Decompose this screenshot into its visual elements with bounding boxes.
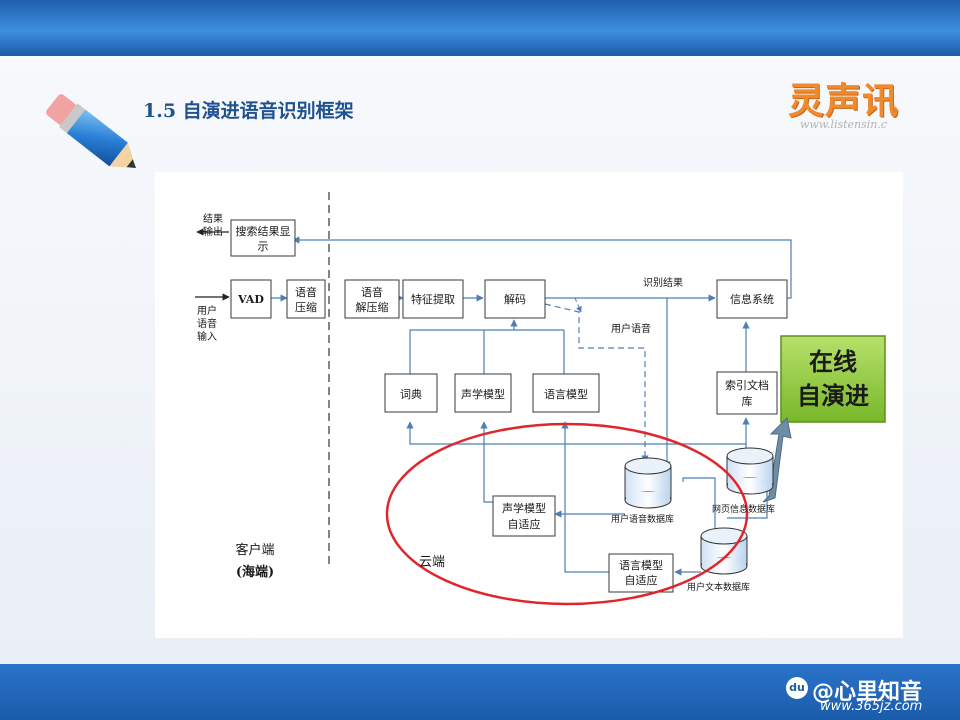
user-text-db-label: 用户文本数据库 <box>687 581 750 593</box>
cylinder-user-voice-db <box>624 457 672 509</box>
box-dictionary <box>384 373 438 413</box>
dashed-user-voice-path <box>544 303 649 463</box>
user-voice-label: 用户语音 <box>611 322 651 335</box>
lang-adapt-line2: 自适应 <box>625 573 658 587</box>
box-lang-adapt <box>608 553 674 593</box>
box-feature-extract <box>402 279 464 319</box>
client-label-line1: 客户端 <box>235 542 274 558</box>
search-display-line1: 搜索结果显 <box>236 224 291 238</box>
arrow-to-textdb <box>682 477 719 545</box>
recog-result-label: 识别结果 <box>643 276 683 289</box>
logo-text: 灵声讯 <box>788 81 900 122</box>
watermark-url: www.365jz.com <box>820 699 923 714</box>
index-doc-line2: 库 <box>742 395 753 408</box>
compress-line2: 压缩 <box>295 301 317 314</box>
decompress-line1: 语音 <box>361 285 383 299</box>
box-language-model <box>532 373 600 413</box>
language-model-label: 语言模型 <box>544 387 588 401</box>
arrow-info-to-search <box>292 236 792 299</box>
acoustic-model-label: 声学模型 <box>461 387 505 401</box>
cylinder-web-info-db <box>726 447 774 495</box>
index-doc-line1: 索引文档 <box>725 378 769 392</box>
watermark-text: @心里知音 <box>812 680 923 705</box>
box-acoustic-adapt <box>492 495 556 537</box>
online-evolve-line2: 自演进 <box>797 382 869 410</box>
cylinder-user-text-db <box>700 527 748 575</box>
search-display-line2: 示 <box>258 240 269 253</box>
feature-extract-label: 特征提取 <box>411 292 455 306</box>
cloud-highlight-ellipse <box>385 422 749 606</box>
box-search-display <box>230 219 296 257</box>
line-dict-up <box>409 329 564 374</box>
pencil-icon <box>46 94 136 169</box>
box-index-doc <box>716 371 778 415</box>
voice-input-line2: 语音 <box>197 317 217 330</box>
arrow-adapt-to-acoustic <box>480 421 493 503</box>
cloud-label: 云端 <box>419 555 445 570</box>
online-evolve-line1: 在线 <box>809 348 857 376</box>
box-acoustic-model <box>454 373 512 413</box>
voice-input-line3: 输入 <box>197 330 217 343</box>
user-voice-db-label: 用户语音数据库 <box>611 513 674 525</box>
diagram-panel: 在线 自演进 结果 输出 用户 语音 <box>155 172 903 638</box>
box-decompress <box>344 279 400 319</box>
logo: 灵声讯 www.listensin.c <box>788 72 928 136</box>
compress-line1: 语音 <box>295 285 317 299</box>
decode-label: 解码 <box>504 292 526 306</box>
client-label-line2: (海端) <box>236 564 274 580</box>
box-vad <box>230 279 272 319</box>
acoustic-adapt-line2: 自适应 <box>508 517 541 531</box>
box-online-evolve <box>780 335 886 423</box>
vad-label: VAD <box>237 293 264 306</box>
paw-icon: du <box>786 677 808 699</box>
architecture-diagram: 在线 自演进 结果 输出 用户 语音 <box>195 192 886 606</box>
logo-url: www.listensin.c <box>800 118 888 131</box>
dictionary-label: 词典 <box>400 387 422 401</box>
arrow-langadapt-to-lang <box>561 421 609 573</box>
result-output-line1: 结果 <box>203 212 223 225</box>
box-info-system <box>716 279 788 319</box>
watermark: @心里知音 <box>786 674 922 706</box>
top-banner <box>0 0 960 56</box>
decompress-line2: 解压缩 <box>356 300 389 314</box>
lang-adapt-line1: 语言模型 <box>619 558 663 572</box>
result-output-line2: 输出 <box>203 225 223 238</box>
voice-input-line1: 用户 <box>197 304 217 317</box>
box-compress <box>286 279 326 319</box>
info-system-label: 信息系统 <box>730 292 774 306</box>
acoustic-adapt-line1: 声学模型 <box>502 501 546 515</box>
box-decode <box>484 279 546 319</box>
web-info-db-label: 网页信息数据库 <box>712 503 775 515</box>
arrow-to-dict <box>406 421 746 445</box>
slide-title: 1.5 自演进语音识别框架 <box>143 100 354 122</box>
